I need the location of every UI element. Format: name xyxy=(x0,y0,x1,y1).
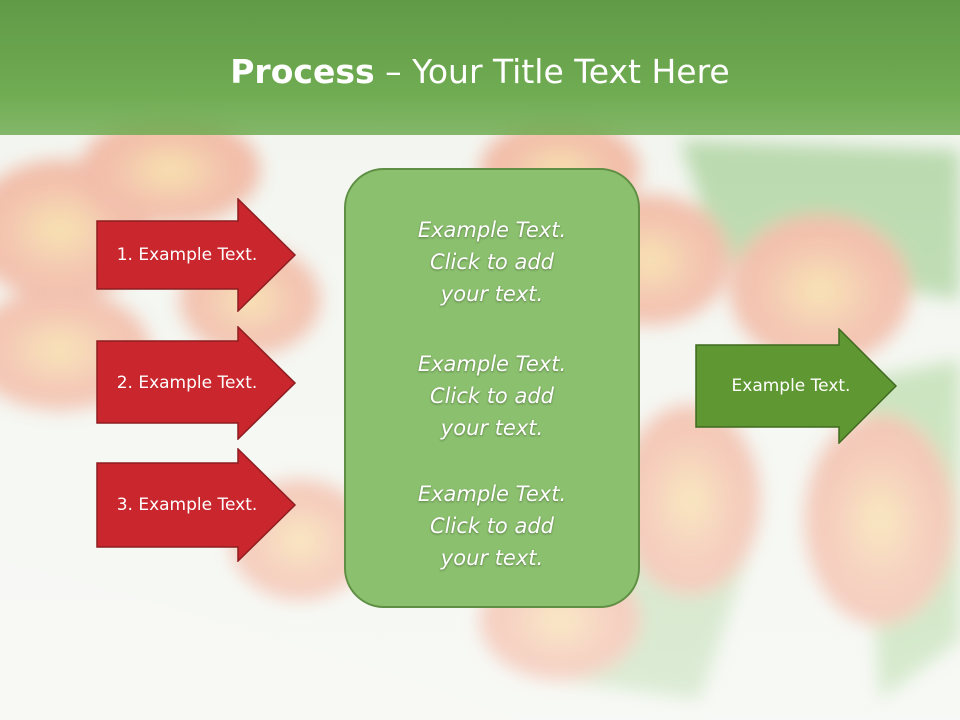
center-text-box[interactable]: Example Text. Click to add your text. Ex… xyxy=(344,168,640,608)
text-line: Click to add xyxy=(429,250,554,274)
text-line: your text. xyxy=(440,546,544,570)
process-arrow-3[interactable]: 3. Example Text. xyxy=(96,448,298,562)
text-line: your text. xyxy=(440,416,544,440)
arrow-shape xyxy=(96,448,297,562)
arrow-shape xyxy=(96,198,297,312)
process-arrow-2[interactable]: 2. Example Text. xyxy=(96,326,298,440)
title-bar xyxy=(0,0,960,135)
arrow-shape xyxy=(695,328,898,444)
title-rest: – Your Title Text Here xyxy=(374,52,730,91)
arrow-label: 1. Example Text. xyxy=(116,245,258,265)
text-line: Example Text. xyxy=(417,218,567,242)
result-arrow[interactable]: Example Text. xyxy=(695,328,899,444)
arrow-label: 3. Example Text. xyxy=(116,495,258,515)
text-block-1: Example Text. Click to add your text. xyxy=(346,214,638,310)
text-line: Example Text. xyxy=(417,482,567,506)
slide-title[interactable]: Process – Your Title Text Here xyxy=(0,52,960,91)
text-line: Click to add xyxy=(429,384,554,408)
text-block-3: Example Text. Click to add your text. xyxy=(346,478,638,574)
arrow-label: 2. Example Text. xyxy=(116,373,258,393)
text-line: your text. xyxy=(440,282,544,306)
text-block-2: Example Text. Click to add your text. xyxy=(346,348,638,444)
text-line: Example Text. xyxy=(417,352,567,376)
title-bold: Process xyxy=(230,52,375,91)
arrow-shape xyxy=(96,326,297,440)
process-arrow-1[interactable]: 1. Example Text. xyxy=(96,198,298,312)
text-line: Click to add xyxy=(429,514,554,538)
arrow-label: Example Text. xyxy=(731,376,851,396)
